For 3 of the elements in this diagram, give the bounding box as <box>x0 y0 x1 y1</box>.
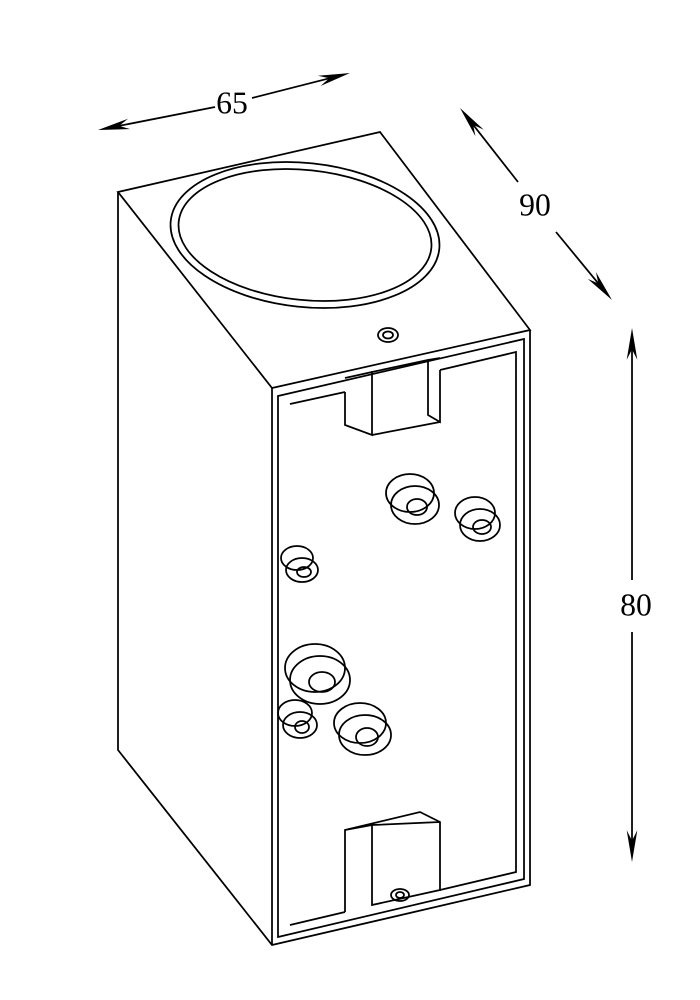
dimension-label: 80 <box>621 594 651 616</box>
dimension-label: 65 <box>218 92 247 114</box>
dimension-label: 90 <box>520 194 550 216</box>
